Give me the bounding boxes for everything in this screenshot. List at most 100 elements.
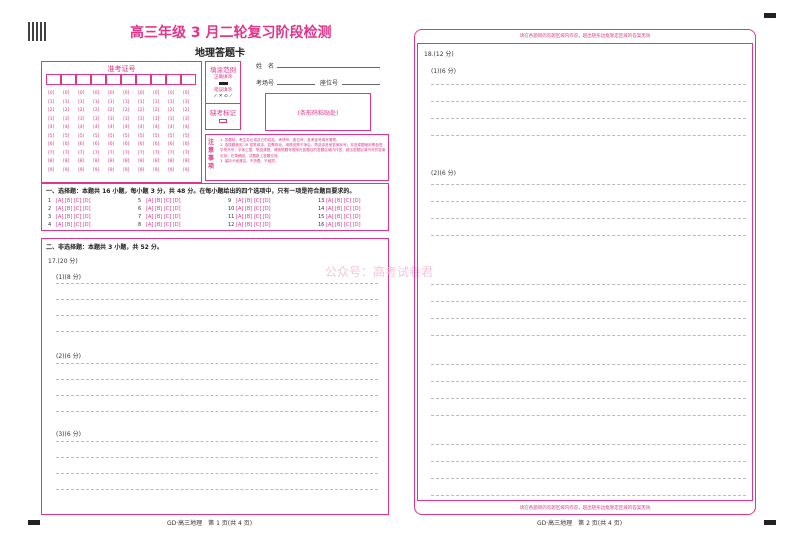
admission-digit-bubble[interactable]: [6] xyxy=(153,142,160,147)
admission-number-cells[interactable] xyxy=(46,74,196,85)
admission-digit-bubble[interactable]: [6] xyxy=(93,142,100,147)
admission-digit-bubble[interactable]: [2] xyxy=(153,108,160,113)
admission-digit-bubble[interactable]: [2] xyxy=(138,108,145,113)
admission-digit-bubble[interactable]: [2] xyxy=(63,108,70,113)
admission-digit-bubble[interactable]: [0] xyxy=(108,91,115,96)
admission-digit-bubble[interactable]: [2] xyxy=(48,108,55,113)
admission-digit-bubble[interactable]: [7] xyxy=(138,150,145,156)
admission-digit-bubble[interactable]: [6] xyxy=(183,142,190,147)
admission-digit-bubble[interactable]: [9] xyxy=(78,167,85,173)
admission-digit-bubble[interactable]: [0] xyxy=(138,91,145,96)
answer-line[interactable] xyxy=(56,283,378,284)
admission-digit-bubble[interactable]: [5] xyxy=(63,133,70,139)
admission-digit-bubble[interactable]: [4] xyxy=(183,125,190,130)
mcq-question-row[interactable]: 10[A] [B] [C] [D] xyxy=(228,206,271,212)
admission-digit-bubble[interactable]: [1] xyxy=(138,99,145,105)
admission-digit-bubble[interactable]: [4] xyxy=(108,125,115,130)
admission-digit-bubble[interactable]: [9] xyxy=(138,167,145,173)
admission-digit-bubble[interactable]: [0] xyxy=(93,91,100,96)
mcq-option-bubbles[interactable]: [A] [B] [C] [D] xyxy=(146,206,181,212)
admission-digit-bubble[interactable]: [5] xyxy=(78,133,85,139)
answer-line[interactable] xyxy=(431,415,746,416)
admission-digit-bubble[interactable]: [7] xyxy=(168,150,175,156)
admission-digit-bubble[interactable]: [8] xyxy=(168,159,175,164)
admission-digit-bubble[interactable]: [9] xyxy=(153,167,160,173)
admission-digit-bubble[interactable]: [9] xyxy=(93,167,100,173)
admission-digit-bubble[interactable]: [4] xyxy=(138,125,145,130)
admission-digit-bubble[interactable]: [3] xyxy=(138,116,145,122)
mcq-question-row[interactable]: 7[A] [B] [C] [D] xyxy=(138,214,181,220)
question-18-area[interactable]: 18.(12 分) (1)(6 分) (2)(6 分) xyxy=(417,43,753,501)
admission-digit-bubble[interactable]: [3] xyxy=(78,116,85,122)
answer-line[interactable] xyxy=(431,335,746,336)
answer-line[interactable] xyxy=(431,201,746,202)
mcq-option-bubbles[interactable]: [A] [B] [C] [D] xyxy=(326,206,361,212)
admission-digit-bubble[interactable]: [8] xyxy=(48,159,55,164)
mcq-question-row[interactable]: 13[A] [B] [C] [D] xyxy=(318,198,361,204)
mcq-option-bubbles[interactable]: [A] [B] [C] [D] xyxy=(236,206,271,212)
answer-line[interactable] xyxy=(431,284,746,285)
mcq-question-row[interactable]: 14[A] [B] [C] [D] xyxy=(318,206,361,212)
admission-digit-bubble[interactable]: [2] xyxy=(78,108,85,113)
admission-digit-bubble[interactable]: [7] xyxy=(78,150,85,156)
admission-digit-bubble[interactable]: [9] xyxy=(48,167,55,173)
mcq-option-bubbles[interactable]: [A] [B] [C] [D] xyxy=(56,198,91,204)
admission-digit-bubble[interactable]: [9] xyxy=(168,167,175,173)
answer-line[interactable] xyxy=(431,444,746,445)
answer-line[interactable] xyxy=(431,218,746,219)
admission-digit-bubble[interactable]: [9] xyxy=(183,167,190,173)
mcq-question-row[interactable]: 8[A] [B] [C] [D] xyxy=(138,222,181,228)
answer-line[interactable] xyxy=(56,457,378,458)
mcq-question-row[interactable]: 16[A] [B] [C] [D] xyxy=(318,222,361,228)
mcq-question-row[interactable]: 9[A] [B] [C] [D] xyxy=(228,198,271,204)
admission-digit-grid[interactable]: [0] [1] [2] [3] [4] [5] [6] [7] [8] [9] [0] [1] [2] [… xyxy=(48,90,198,175)
admission-digit-bubble[interactable]: [1] xyxy=(63,99,70,105)
mcq-option-bubbles[interactable]: [A] [B] [C] [D] xyxy=(146,198,181,204)
answer-line[interactable] xyxy=(56,315,378,316)
admission-digit-bubble[interactable]: [1] xyxy=(123,99,130,105)
answer-line[interactable] xyxy=(56,489,378,490)
mcq-question-row[interactable]: 3[A] [B] [C] [D] xyxy=(48,214,91,220)
answer-line[interactable] xyxy=(431,398,746,399)
name-field[interactable] xyxy=(277,67,380,68)
answer-line[interactable] xyxy=(431,381,746,382)
admission-digit-bubble[interactable]: [3] xyxy=(108,116,115,122)
admission-digit-bubble[interactable]: [7] xyxy=(153,150,160,156)
admission-digit-bubble[interactable]: [0] xyxy=(183,91,190,96)
admission-digit-bubble[interactable]: [2] xyxy=(108,108,115,113)
admission-digit-bubble[interactable]: [4] xyxy=(63,125,70,130)
answer-line[interactable] xyxy=(431,364,746,365)
admission-digit-bubble[interactable]: [1] xyxy=(153,99,160,105)
admission-digit-bubble[interactable]: [6] xyxy=(63,142,70,147)
admission-digit-bubble[interactable]: [5] xyxy=(138,133,145,139)
answer-line[interactable] xyxy=(431,301,746,302)
admission-digit-bubble[interactable]: [2] xyxy=(183,108,190,113)
mcq-option-bubbles[interactable]: [A] [B] [C] [D] xyxy=(236,214,271,220)
admission-digit-bubble[interactable]: [0] xyxy=(48,91,55,96)
admission-digit-bubble[interactable]: [3] xyxy=(63,116,70,122)
admission-digit-bubble[interactable]: [4] xyxy=(93,125,100,130)
mcq-question-row[interactable]: 4[A] [B] [C] [D] xyxy=(48,222,91,228)
admission-digit-bubble[interactable]: [9] xyxy=(123,167,130,173)
mcq-option-bubbles[interactable]: [A] [B] [C] [D] xyxy=(326,222,361,228)
answer-line[interactable] xyxy=(431,478,746,479)
admission-digit-bubble[interactable]: [4] xyxy=(168,125,175,130)
admission-digit-bubble[interactable]: [3] xyxy=(48,116,55,122)
answer-line[interactable] xyxy=(56,395,378,396)
answer-line[interactable] xyxy=(431,235,746,236)
admission-digit-bubble[interactable]: [0] xyxy=(123,91,130,96)
mcq-option-bubbles[interactable]: [A] [B] [C] [D] xyxy=(326,214,361,220)
admission-digit-bubble[interactable]: [6] xyxy=(168,142,175,147)
admission-digit-bubble[interactable]: [1] xyxy=(108,99,115,105)
mcq-option-bubbles[interactable]: [A] [B] [C] [D] xyxy=(56,206,91,212)
answer-line[interactable] xyxy=(431,101,746,102)
admission-digit-bubble[interactable]: [8] xyxy=(78,159,85,164)
mcq-option-bubbles[interactable]: [A] [B] [C] [D] xyxy=(236,222,271,228)
admission-digit-bubble[interactable]: [3] xyxy=(168,116,175,122)
admission-digit-bubble[interactable]: [8] xyxy=(93,159,100,164)
mcq-option-bubbles[interactable]: [A] [B] [C] [D] xyxy=(146,222,181,228)
admission-digit-bubble[interactable]: [7] xyxy=(63,150,70,156)
admission-digit-bubble[interactable]: [0] xyxy=(168,91,175,96)
admission-digit-bubble[interactable]: [4] xyxy=(123,125,130,130)
admission-digit-bubble[interactable]: [8] xyxy=(108,159,115,164)
